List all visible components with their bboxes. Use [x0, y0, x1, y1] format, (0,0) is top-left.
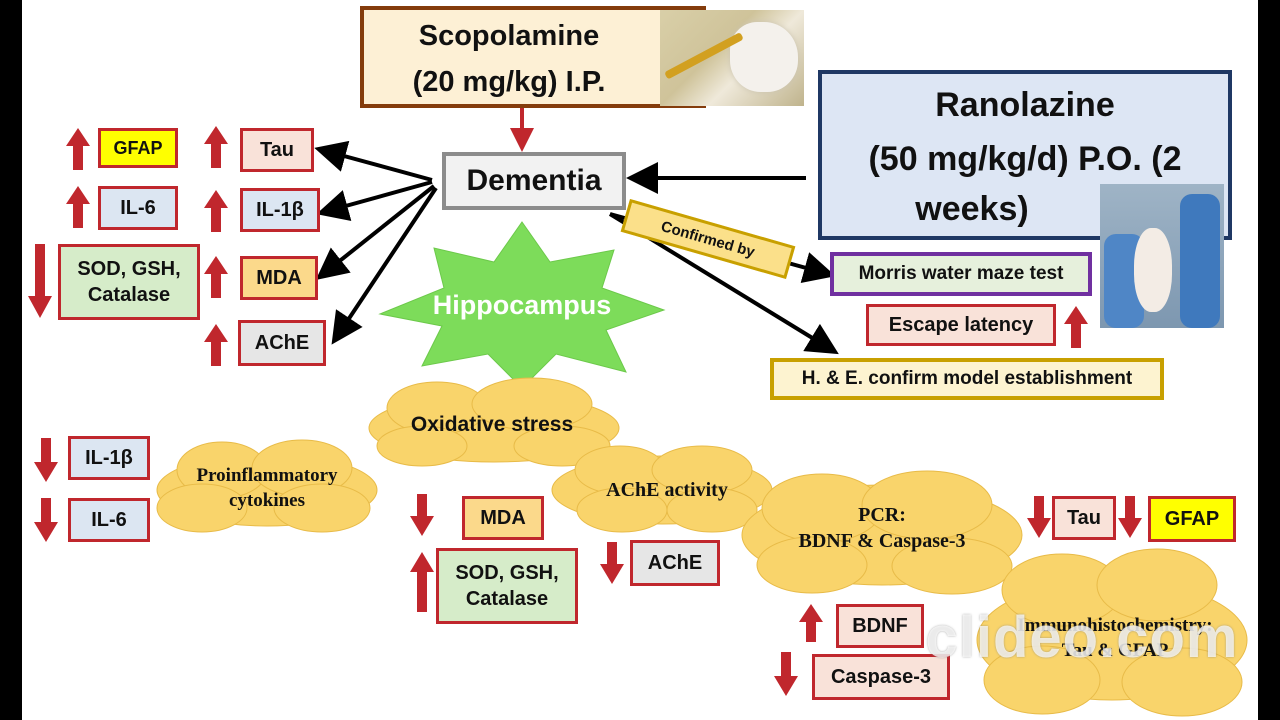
down-arrow-bottom-gfap — [1118, 496, 1142, 538]
pcr-line1: PCR: — [858, 504, 906, 526]
pcr-line2: BDNF & Caspase-3 — [798, 530, 966, 552]
mouse-injection-photo — [660, 10, 804, 106]
morris-water-maze-box: Morris water maze test — [830, 252, 1092, 296]
bottom-indicator-arrows — [34, 438, 1142, 696]
down-arrow-bottom-il1b — [34, 438, 58, 482]
down-arrow-bottom-il6 — [34, 498, 58, 542]
arrow-dementia-il1b — [316, 180, 433, 221]
proinflammatory-line1: Proinflammatory — [196, 465, 338, 486]
cloud-ihc — [976, 548, 1248, 717]
up-arrow-il6 — [66, 186, 90, 228]
bottom-marker-tau: Tau — [1052, 496, 1116, 540]
up-arrow-gfap — [66, 128, 90, 170]
marker-sod-line1: SOD, GSH, — [77, 258, 181, 280]
bottom-marker-sod-line1: SOD, GSH, — [455, 562, 559, 584]
bottom-marker-il1b: IL-1β — [68, 436, 150, 480]
ranolazine-label: Ranolazine — [935, 86, 1115, 124]
up-arrow-escape — [1064, 306, 1088, 348]
hippocampus-label: Hippocampus — [432, 290, 612, 320]
cloud-oxidative-label: Oxidative stress — [410, 413, 574, 436]
marker-il6: IL-6 — [98, 186, 178, 230]
glove-right — [1180, 194, 1220, 328]
bottom-marker-caspase3: Caspase-3 — [812, 654, 950, 700]
marker-mda: MDA — [240, 256, 318, 300]
cloud-ache-activity — [551, 445, 773, 533]
ihc-line1: Immunohistochemistry: — [1017, 615, 1213, 636]
up-arrow-tau — [204, 126, 228, 168]
down-arrow-bottom-ache — [600, 542, 624, 584]
escape-latency-box: Escape latency — [866, 304, 1056, 346]
cloud-ache-activity-label: AChE activity — [606, 479, 728, 501]
bottom-marker-mda: MDA — [462, 496, 544, 540]
down-arrow-bottom-caspase — [774, 652, 798, 696]
up-arrow-mda — [204, 256, 228, 298]
down-arrow-bottom-mda — [410, 494, 434, 536]
cloud-pcr-label: PCR: BDNF & Caspase-3 — [762, 502, 1002, 554]
rat-gavage-photo — [1100, 184, 1224, 328]
left-indicator-arrows — [28, 126, 1088, 366]
up-arrow-bottom-sod — [410, 552, 434, 612]
arrow-dementia-ache — [331, 186, 438, 345]
arrow-dementia-tau — [314, 140, 433, 182]
up-arrow-il1b — [204, 190, 228, 232]
dementia-box: Dementia — [442, 152, 626, 210]
down-arrow-bottom-tau — [1027, 496, 1051, 538]
up-arrow-bottom-bdnf — [799, 604, 823, 642]
ihc-line2: Tau & GFAP — [1061, 639, 1169, 661]
marker-il1b: IL-1β — [240, 188, 320, 232]
marker-tau: Tau — [240, 128, 314, 172]
diagram-graphics — [28, 108, 1248, 717]
scopolamine-label: Scopolamine — [418, 20, 600, 52]
ranolazine-weeks: weeks) — [915, 190, 1029, 228]
cloud-proinflammatory — [156, 439, 378, 533]
bottom-marker-il6: IL-6 — [68, 498, 150, 542]
watermark-text: clideo.com — [925, 605, 1239, 670]
bottom-marker-ache: AChE — [630, 540, 720, 586]
cloud-proinflammatory-label: Proinflammatory cytokines — [162, 464, 372, 513]
he-box: H. & E. confirm model establishment — [770, 358, 1164, 400]
arrow-dementia-mda — [315, 184, 436, 280]
bottom-marker-gfap: GFAP — [1148, 496, 1236, 542]
scopolamine-dose: (20 mg/kg) I.P. — [412, 66, 606, 98]
scopolamine-box: Scopolamine (20 mg/kg) I.P. — [360, 6, 706, 108]
cloud-ihc-label: Immunohistochemistry: Tau & GFAP — [980, 614, 1250, 663]
cloud-oxidative — [368, 377, 620, 467]
bottom-marker-sod-line2: Catalase — [465, 588, 549, 610]
up-arrow-ache — [204, 324, 228, 366]
bottom-marker-sod-gsh-catalase: SOD, GSH, Catalase — [436, 548, 578, 624]
marker-sod-gsh-catalase: SOD, GSH, Catalase — [58, 244, 200, 320]
down-arrow-sod — [28, 244, 52, 318]
ranolazine-dose: (50 mg/kg/d) P.O. (2 — [868, 140, 1182, 178]
cloud-pcr — [741, 470, 1023, 595]
marker-sod-line2: Catalase — [87, 284, 171, 306]
diagram-canvas: Scopolamine (20 mg/kg) I.P. Ranolazine (… — [22, 0, 1258, 720]
bottom-marker-bdnf: BDNF — [836, 604, 924, 648]
marker-gfap: GFAP — [98, 128, 178, 168]
marker-ache: AChE — [238, 320, 326, 366]
rat-shape — [1134, 228, 1172, 312]
proinflammatory-line2: cytokines — [229, 489, 305, 511]
